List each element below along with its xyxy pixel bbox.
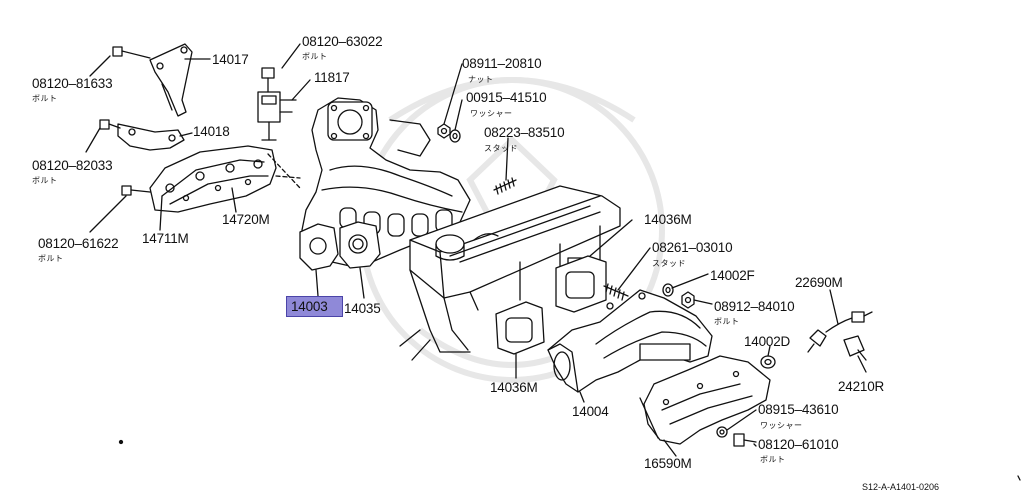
part-label-14035[interactable]: 14035 — [344, 301, 381, 316]
sensor-22690m — [807, 311, 873, 361]
part-sub-08912-84010: ボルト — [714, 317, 740, 326]
heat-shield-14720m — [149, 145, 277, 213]
gasket-14036m-lower — [495, 301, 545, 355]
part-sub-00915-41510: ワッシャー — [470, 109, 513, 118]
stud-08223-83510 — [493, 177, 517, 195]
part-label-14036m-lower[interactable]: 14036M — [490, 380, 538, 395]
part-label-08120-81633[interactable]: 08120–81633 — [32, 76, 113, 91]
part-sub-08223-83510: スタッド — [484, 144, 518, 153]
part-sub-08120-63022: ボルト — [302, 52, 328, 61]
part-label-14036m-upper[interactable]: 14036M — [644, 212, 692, 227]
bracket-14018 — [117, 123, 185, 151]
washer-14002d — [760, 355, 776, 369]
heat-shield-16590m — [639, 355, 771, 445]
part-sub-08120-81633: ボルト — [32, 94, 58, 103]
part-label-14720m[interactable]: 14720M — [222, 212, 270, 227]
part-label-08120-82033[interactable]: 08120–82033 — [32, 158, 113, 173]
part-label-08120-61010[interactable]: 08120–61010 — [758, 437, 839, 452]
part-label-08915-43610[interactable]: 08915–43610 — [758, 402, 839, 417]
bolt-08120-63022 — [261, 67, 275, 93]
washer-00915-41510 — [449, 129, 461, 143]
washer-08915-43610 — [716, 426, 728, 438]
part-label-08261-03010[interactable]: 08261–03010 — [652, 240, 733, 255]
part-label-14004[interactable]: 14004 — [572, 404, 609, 419]
washer-14002f — [662, 283, 674, 297]
part-sub-08261-03010: スタッド — [652, 259, 686, 268]
part-sub-08120-61010: ボルト — [760, 455, 786, 464]
gasket-14036m-upper — [555, 255, 607, 313]
part-label-08120-63022[interactable]: 08120–63022 — [302, 34, 383, 49]
nut-08912-84010 — [681, 291, 695, 309]
gasket-14003 — [299, 223, 339, 271]
part-label-11817[interactable]: 11817 — [314, 70, 350, 85]
part-label-24210r[interactable]: 24210R — [838, 379, 885, 394]
gasket-14035 — [339, 221, 381, 269]
bolt-08120-81633 — [112, 46, 151, 59]
bolt-08120-61010 — [733, 433, 757, 447]
nut-08911-20810 — [437, 123, 451, 139]
part-label-08911-20810[interactable]: 08911–20810 — [462, 56, 542, 71]
bracket-11817 — [257, 91, 297, 141]
part-sub-08915-43610: ワッシャー — [760, 421, 803, 430]
part-label-14003[interactable]: 14003 — [286, 296, 343, 317]
part-label-00915-41510[interactable]: 00915–41510 — [466, 90, 547, 105]
bracket-14017 — [149, 43, 193, 117]
diagram-code: S12-A-A1401-0206 — [862, 482, 940, 492]
part-label-14711m[interactable]: 14711M — [142, 231, 189, 246]
bolt-08120-82033 — [99, 119, 121, 130]
part-label-14017[interactable]: 14017 — [212, 52, 249, 67]
part-label-08120-61622[interactable]: 08120–61622 — [38, 236, 119, 251]
part-label-14018[interactable]: 14018 — [193, 124, 230, 139]
part-sub-08120-61622: ボルト — [38, 254, 64, 263]
part-label-16590m[interactable]: 16590M — [644, 456, 692, 471]
exhaust-manifold-14004 — [547, 289, 713, 393]
part-label-14002d[interactable]: 14002D — [744, 334, 791, 349]
stud-08261-03010 — [603, 283, 629, 301]
part-sub-08120-82033: ボルト — [32, 176, 58, 185]
part-label-14002f[interactable]: 14002F — [710, 268, 755, 283]
part-label-08223-83510[interactable]: 08223–83510 — [484, 125, 565, 140]
bolt-08120-61622 — [121, 185, 151, 196]
part-sub-08911-20810: ナット — [468, 75, 494, 84]
part-label-22690m[interactable]: 22690M — [795, 275, 843, 290]
part-label-08912-84010[interactable]: 08912–84010 — [714, 299, 795, 314]
